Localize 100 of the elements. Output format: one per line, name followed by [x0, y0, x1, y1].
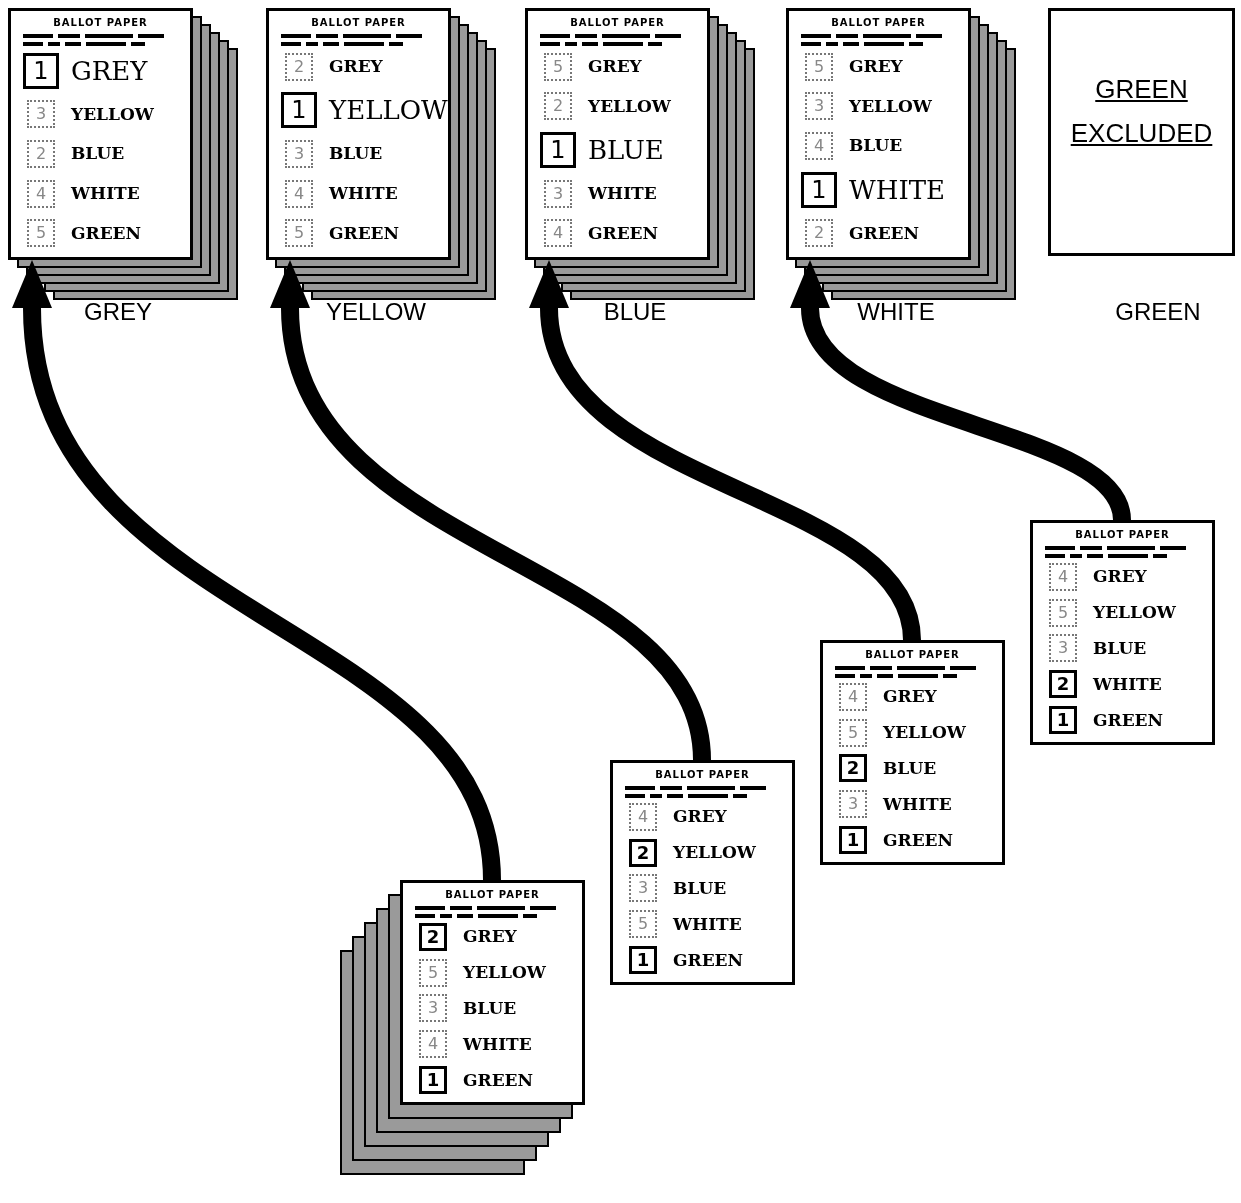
preference-box: 1 — [801, 171, 837, 208]
candidate-name: WHITE — [71, 185, 140, 203]
candidate-name: BLUE — [463, 1000, 517, 1017]
ballot-paper — [820, 640, 1005, 865]
notice-card — [1048, 8, 1235, 256]
ballot-paper — [525, 8, 710, 260]
candidate-name: YELLOW — [588, 97, 671, 115]
candidate-name: GREEN — [849, 224, 920, 242]
candidate-name: WHITE — [849, 176, 945, 203]
candidate-name: YELLOW — [849, 97, 932, 115]
ballot-paper — [400, 880, 585, 1105]
ballot-heading: BALLOT PAPER — [864, 648, 961, 662]
candidate-name: BLUE — [329, 145, 383, 163]
preference-box: 3 — [629, 874, 657, 903]
preference-box: 4 — [27, 179, 55, 208]
candidate-name: GREEN — [463, 1071, 534, 1089]
preference-box: 2 — [419, 922, 447, 951]
preference-box: 2 — [27, 140, 55, 168]
preference-box: 3 — [27, 100, 55, 129]
candidate-name: GREY — [883, 688, 937, 706]
candidate-name: BLUE — [849, 137, 903, 155]
preference-box: 2 — [544, 92, 572, 121]
preference-box: 5 — [544, 52, 572, 81]
preference-box: 1 — [419, 1066, 447, 1095]
candidate-name: YELLOW — [329, 97, 448, 124]
preference-box: 1 — [1049, 706, 1077, 735]
candidate-name: GREEN — [588, 224, 659, 242]
candidate-name: WHITE — [329, 185, 398, 203]
preference-box: 4 — [285, 179, 313, 208]
preference-box: 2 — [839, 754, 867, 783]
pile-label: GREY — [83, 297, 153, 327]
candidate-name: GREEN — [1093, 711, 1164, 729]
arrow — [529, 260, 921, 642]
preference-box: 3 — [839, 790, 867, 819]
candidate-name: GREEN — [329, 224, 400, 242]
preference-box: 3 — [805, 92, 833, 121]
pile-label: WHITE — [856, 297, 936, 327]
candidate-name: GREEN — [883, 831, 954, 849]
preference-box: 4 — [544, 219, 572, 248]
preference-box: 5 — [285, 219, 313, 248]
ballot-paper — [786, 8, 971, 260]
pile-label: BLUE — [602, 297, 668, 327]
candidate-name: BLUE — [673, 880, 727, 897]
pile-label: YELLOW — [325, 297, 427, 327]
candidate-name: YELLOW — [1093, 604, 1176, 622]
pile-label: GREEN — [1114, 297, 1202, 327]
preference-box: 1 — [839, 826, 867, 855]
candidate-name: GREY — [588, 58, 642, 76]
preference-box: 2 — [805, 219, 833, 248]
preference-box: 5 — [839, 718, 867, 747]
ballot-heading: BALLOT PAPER — [569, 16, 666, 30]
ballot-heading: BALLOT PAPER — [310, 16, 407, 30]
candidate-name: GREEN — [673, 951, 744, 969]
ballot-heading: BALLOT PAPER — [444, 888, 541, 902]
candidate-name: GREY — [463, 928, 517, 946]
candidate-name: BLUE — [71, 145, 125, 163]
candidate-name: WHITE — [1093, 675, 1162, 693]
candidate-name: WHITE — [463, 1035, 532, 1053]
candidate-name: YELLOW — [883, 724, 966, 742]
candidate-name: GREY — [849, 58, 903, 76]
candidate-name: BLUE — [1093, 640, 1147, 657]
preference-box: 5 — [805, 52, 833, 81]
ballot-heading: BALLOT PAPER — [52, 16, 149, 30]
candidate-name: GREY — [673, 808, 727, 826]
preference-box: 3 — [419, 994, 447, 1023]
candidate-name: YELLOW — [463, 964, 546, 982]
preference-box: 3 — [544, 179, 572, 208]
preference-box: 2 — [629, 838, 657, 867]
ballot-heading: BALLOT PAPER — [1074, 528, 1171, 542]
ballot-heading: BALLOT PAPER — [830, 16, 927, 30]
preference-box: 1 — [23, 52, 59, 89]
candidate-name: YELLOW — [71, 105, 154, 123]
candidate-name: GREY — [1093, 568, 1147, 586]
ballot-heading: BALLOT PAPER — [654, 768, 751, 782]
arrow — [12, 260, 501, 882]
preference-box: 4 — [419, 1030, 447, 1059]
candidate-name: BLUE — [883, 760, 937, 777]
ballot-paper — [610, 760, 795, 985]
preference-box: 3 — [285, 140, 313, 168]
preference-box: 5 — [419, 958, 447, 987]
preference-box: 1 — [281, 92, 317, 129]
preference-box: 1 — [540, 132, 576, 168]
candidate-name: GREY — [71, 57, 148, 84]
preference-box: 2 — [285, 52, 313, 81]
preference-box: 3 — [1049, 634, 1077, 663]
preference-box: 4 — [629, 802, 657, 831]
ballot-paper — [8, 8, 193, 260]
preference-box: 5 — [1049, 598, 1077, 627]
candidate-name: WHITE — [588, 185, 657, 203]
candidate-name: WHITE — [673, 915, 742, 933]
preference-box: 4 — [805, 132, 833, 160]
notice-text: GREEN EXCLUDED — [1069, 73, 1214, 150]
preference-box: 5 — [629, 910, 657, 939]
candidate-name: GREY — [329, 58, 383, 76]
preference-box: 4 — [1049, 562, 1077, 591]
ballot-paper — [1030, 520, 1215, 745]
arrow — [270, 260, 711, 762]
preference-box: 2 — [1049, 670, 1077, 699]
preference-box: 4 — [839, 682, 867, 711]
candidate-name: YELLOW — [673, 844, 756, 862]
